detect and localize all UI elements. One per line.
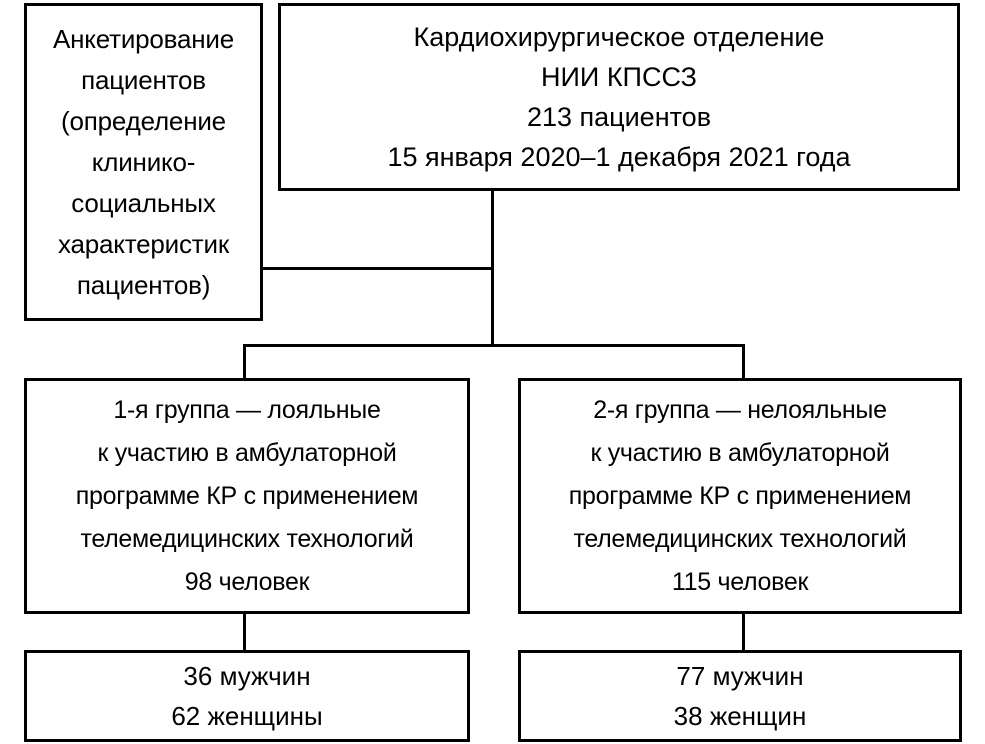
- group2-line-4: телемедицинских технологий: [573, 524, 907, 553]
- survey-line-1: Анкетирование: [52, 23, 235, 54]
- gender1-men: 36 мужчин: [183, 661, 311, 691]
- group2-line-3: программе КР с применением: [568, 481, 912, 510]
- group1-count: 98 человек: [184, 567, 310, 596]
- survey-line-2: пациентов: [81, 64, 206, 95]
- connector-group2-to-gender2: [742, 612, 745, 652]
- gender1-box: 36 мужчин 62 женщины: [24, 650, 470, 742]
- survey-box: Анкетирование пациентов (определение кли…: [24, 3, 263, 321]
- gender1-women: 62 женщины: [171, 701, 323, 731]
- connector-survey-to-header-stem: [263, 267, 494, 270]
- survey-line-4: клинико-: [91, 146, 196, 177]
- group2-box: 2-я группа — нелояльные к участию в амбу…: [518, 378, 962, 614]
- survey-line-6: характеристик: [57, 228, 230, 259]
- connector-split-to-group2: [742, 344, 745, 381]
- survey-line-7: пациентов): [76, 269, 211, 300]
- header-patient-count: 213 пациентов: [526, 102, 712, 132]
- gender2-men: 77 мужчин: [676, 661, 804, 691]
- connector-split-to-group1: [243, 344, 246, 381]
- group1-line-3: программе КР с применением: [75, 481, 419, 510]
- group2-line-2: к участию в амбулаторной: [590, 438, 890, 467]
- group1-line-4: телемедицинских технологий: [80, 524, 414, 553]
- header-institute: НИИ КПССЗ: [541, 62, 697, 92]
- group1-box: 1-я группа — лояльные к участию в амбула…: [24, 378, 470, 614]
- gender2-box: 77 мужчин 38 женщин: [518, 650, 962, 742]
- group2-count: 115 человек: [671, 567, 809, 596]
- connector-split-bar: [243, 344, 745, 347]
- group1-line-1: 1-я группа — лояльные: [113, 395, 381, 424]
- connector-group1-to-gender1: [243, 612, 246, 652]
- group2-line-1: 2-я группа — нелояльные: [593, 395, 887, 424]
- group1-line-2: к участию в амбулаторной: [97, 438, 397, 467]
- header-department: Кардиохирургическое отделение: [413, 22, 825, 52]
- header-box: Кардиохирургическое отделение НИИ КПССЗ …: [278, 3, 960, 191]
- gender2-women: 38 женщин: [673, 701, 807, 731]
- survey-line-3: (определение: [61, 105, 226, 136]
- survey-line-5: социальных: [71, 187, 216, 218]
- header-period: 15 января 2020–1 декабря 2021 года: [387, 142, 851, 172]
